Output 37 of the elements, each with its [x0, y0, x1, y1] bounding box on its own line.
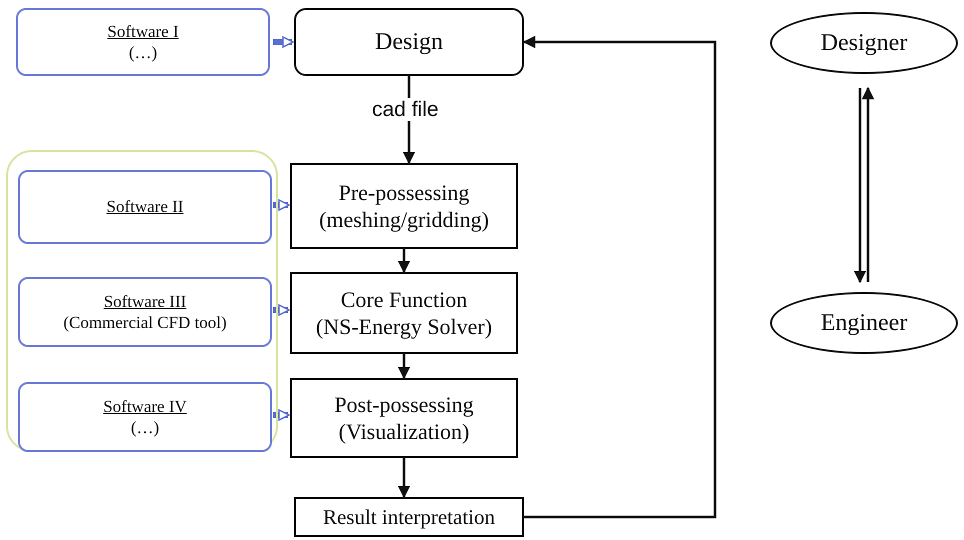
- node-title: Result interpretation: [322, 504, 496, 530]
- software-name: Software III: [104, 290, 186, 312]
- arrow: [522, 36, 716, 518]
- arrow: [398, 249, 410, 274]
- node-title: Designer: [820, 29, 908, 58]
- arrow: [854, 88, 866, 284]
- process-box: [290, 163, 518, 249]
- process-box: [290, 378, 518, 458]
- software-note: (…): [130, 417, 160, 438]
- arrow: [862, 86, 874, 282]
- arrow: [273, 36, 294, 48]
- software-note: (…): [128, 42, 158, 64]
- node-title: Post-possessing: [334, 390, 474, 418]
- arrow: [273, 199, 290, 211]
- software-name: Software II: [106, 196, 184, 218]
- arrow: [273, 409, 290, 421]
- node-title: Engineer: [820, 309, 908, 338]
- node-subtitle: (Visualization): [338, 418, 470, 446]
- software-box: [18, 382, 272, 452]
- software-name: Software IV: [103, 396, 187, 417]
- node-title: Design: [375, 28, 443, 57]
- arrow: [398, 458, 410, 498]
- node-title: Pre-possessing: [338, 178, 470, 206]
- arrow: [398, 354, 410, 380]
- node-title: Core Function: [340, 286, 468, 313]
- software-name: Software I: [107, 20, 179, 42]
- node-subtitle: (meshing/gridding): [319, 206, 489, 234]
- arrow: [273, 304, 290, 316]
- process-box: [294, 8, 524, 76]
- process-box: [294, 497, 524, 537]
- software-box: [18, 277, 272, 347]
- group-outline: [6, 150, 278, 452]
- software-box: [18, 170, 272, 244]
- software-box: [16, 8, 270, 76]
- software-note: (Commercial CFD tool): [63, 312, 227, 334]
- node-subtitle: (NS-Energy Solver): [316, 313, 492, 340]
- process-box: [290, 272, 518, 354]
